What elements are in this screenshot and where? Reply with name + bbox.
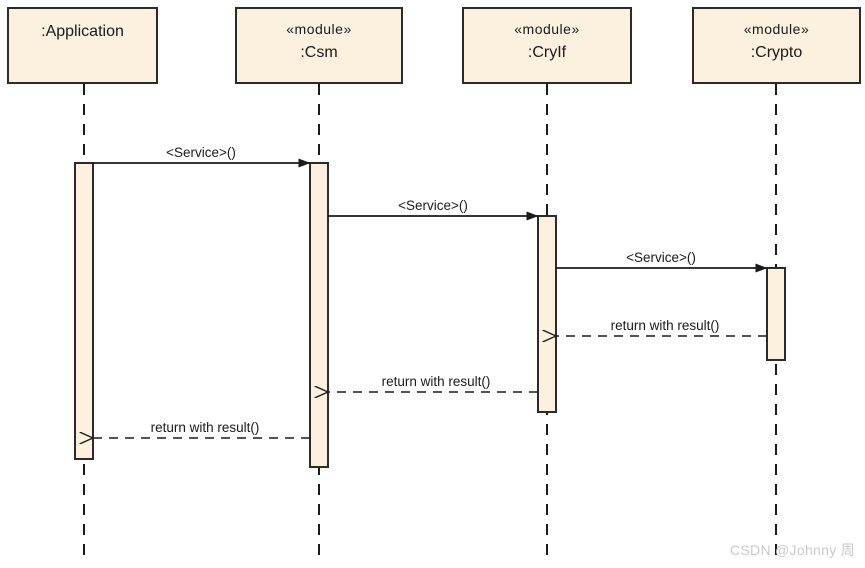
lifeline-name: :Application: [41, 23, 124, 40]
lifeline-box-cryif[interactable]: «module» :CryIf: [462, 7, 632, 84]
message-label-m2: <Service>(): [398, 198, 468, 213]
lifeline-box-application[interactable]: :Application: [7, 7, 158, 84]
lifeline-box-csm[interactable]: «module» :Csm: [235, 7, 403, 84]
message-arrows-group: [93, 158, 768, 438]
message-label-m5: return with result(): [381, 374, 491, 389]
watermark: CSDN @Johnny 周: [729, 542, 855, 558]
lifeline-name: :CryIf: [527, 44, 567, 61]
lifeline-name: :Crypto: [750, 44, 803, 61]
message-label-m3: <Service>(): [626, 250, 696, 265]
activation-bar-csm[interactable]: [309, 162, 329, 468]
lifeline-name: :Csm: [300, 44, 338, 61]
lifeline-box-crypto[interactable]: «module» :Crypto: [692, 7, 861, 84]
lifeline-stereotype: «module»: [743, 21, 810, 37]
lifeline-stereotype: «module»: [286, 21, 352, 37]
activation-bar-crypto[interactable]: [766, 267, 786, 361]
lifeline-stereotype: «module»: [514, 21, 580, 37]
message-label-m6: return with result(): [150, 420, 260, 435]
message-label-m1: <Service>(): [166, 145, 236, 160]
message-label-m4: return with result(): [610, 318, 720, 333]
activation-bar-cryif[interactable]: [537, 215, 557, 413]
activation-bar-application[interactable]: [74, 162, 94, 460]
